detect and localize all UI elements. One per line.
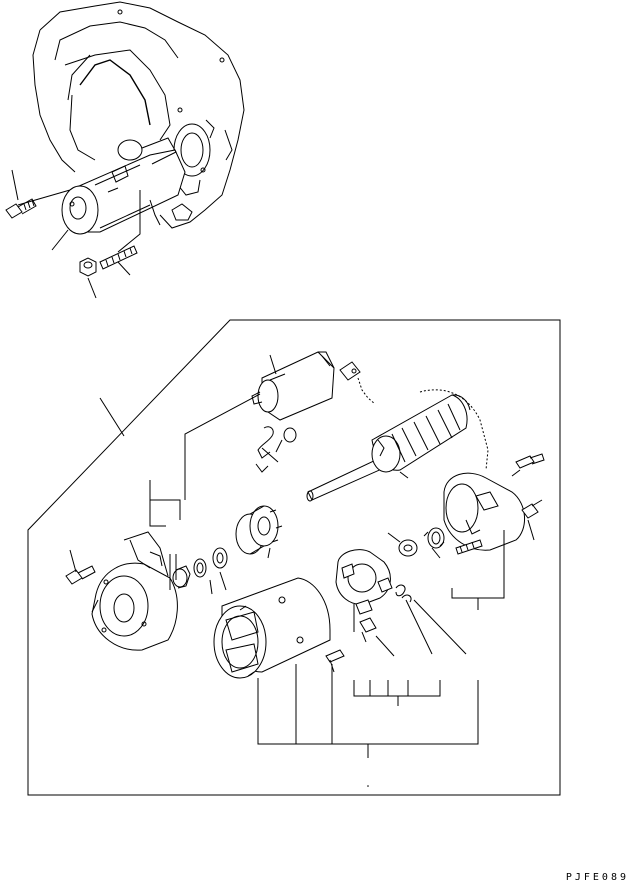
armature-icon [307, 390, 488, 501]
nut-icon [80, 258, 96, 276]
rear-cover-icon [444, 473, 525, 554]
small-bolt-icon-1 [516, 454, 544, 468]
small-bolt-icon-2 [522, 500, 542, 518]
leader-lines-top [12, 170, 140, 298]
leader-lines-bottom [70, 355, 534, 787]
starter-motor-icon [62, 138, 185, 234]
brush-icon [360, 618, 376, 642]
drawing-code: PJFE089 [565, 872, 629, 883]
brush-holder-icon [336, 550, 392, 614]
bushing-icon [424, 528, 444, 548]
spring-clip-icon [396, 585, 411, 602]
plunger-icon [256, 427, 296, 472]
stud-icon [100, 246, 137, 269]
through-bolt-icon [326, 650, 344, 672]
ring-icon-1 [194, 559, 206, 577]
bolt-icon [6, 199, 36, 218]
flywheel-housing-icon [33, 2, 244, 228]
yoke-icon [214, 578, 330, 678]
assembly-boundary [28, 320, 560, 795]
solenoid-icon [252, 352, 334, 420]
housing-bolt-icon [66, 566, 95, 584]
pinion-gear-icon [236, 506, 282, 554]
washer-icon [399, 540, 417, 556]
ring-icon-2 [213, 548, 227, 568]
front-housing-icon [92, 532, 177, 650]
terminal-icon [340, 362, 375, 404]
